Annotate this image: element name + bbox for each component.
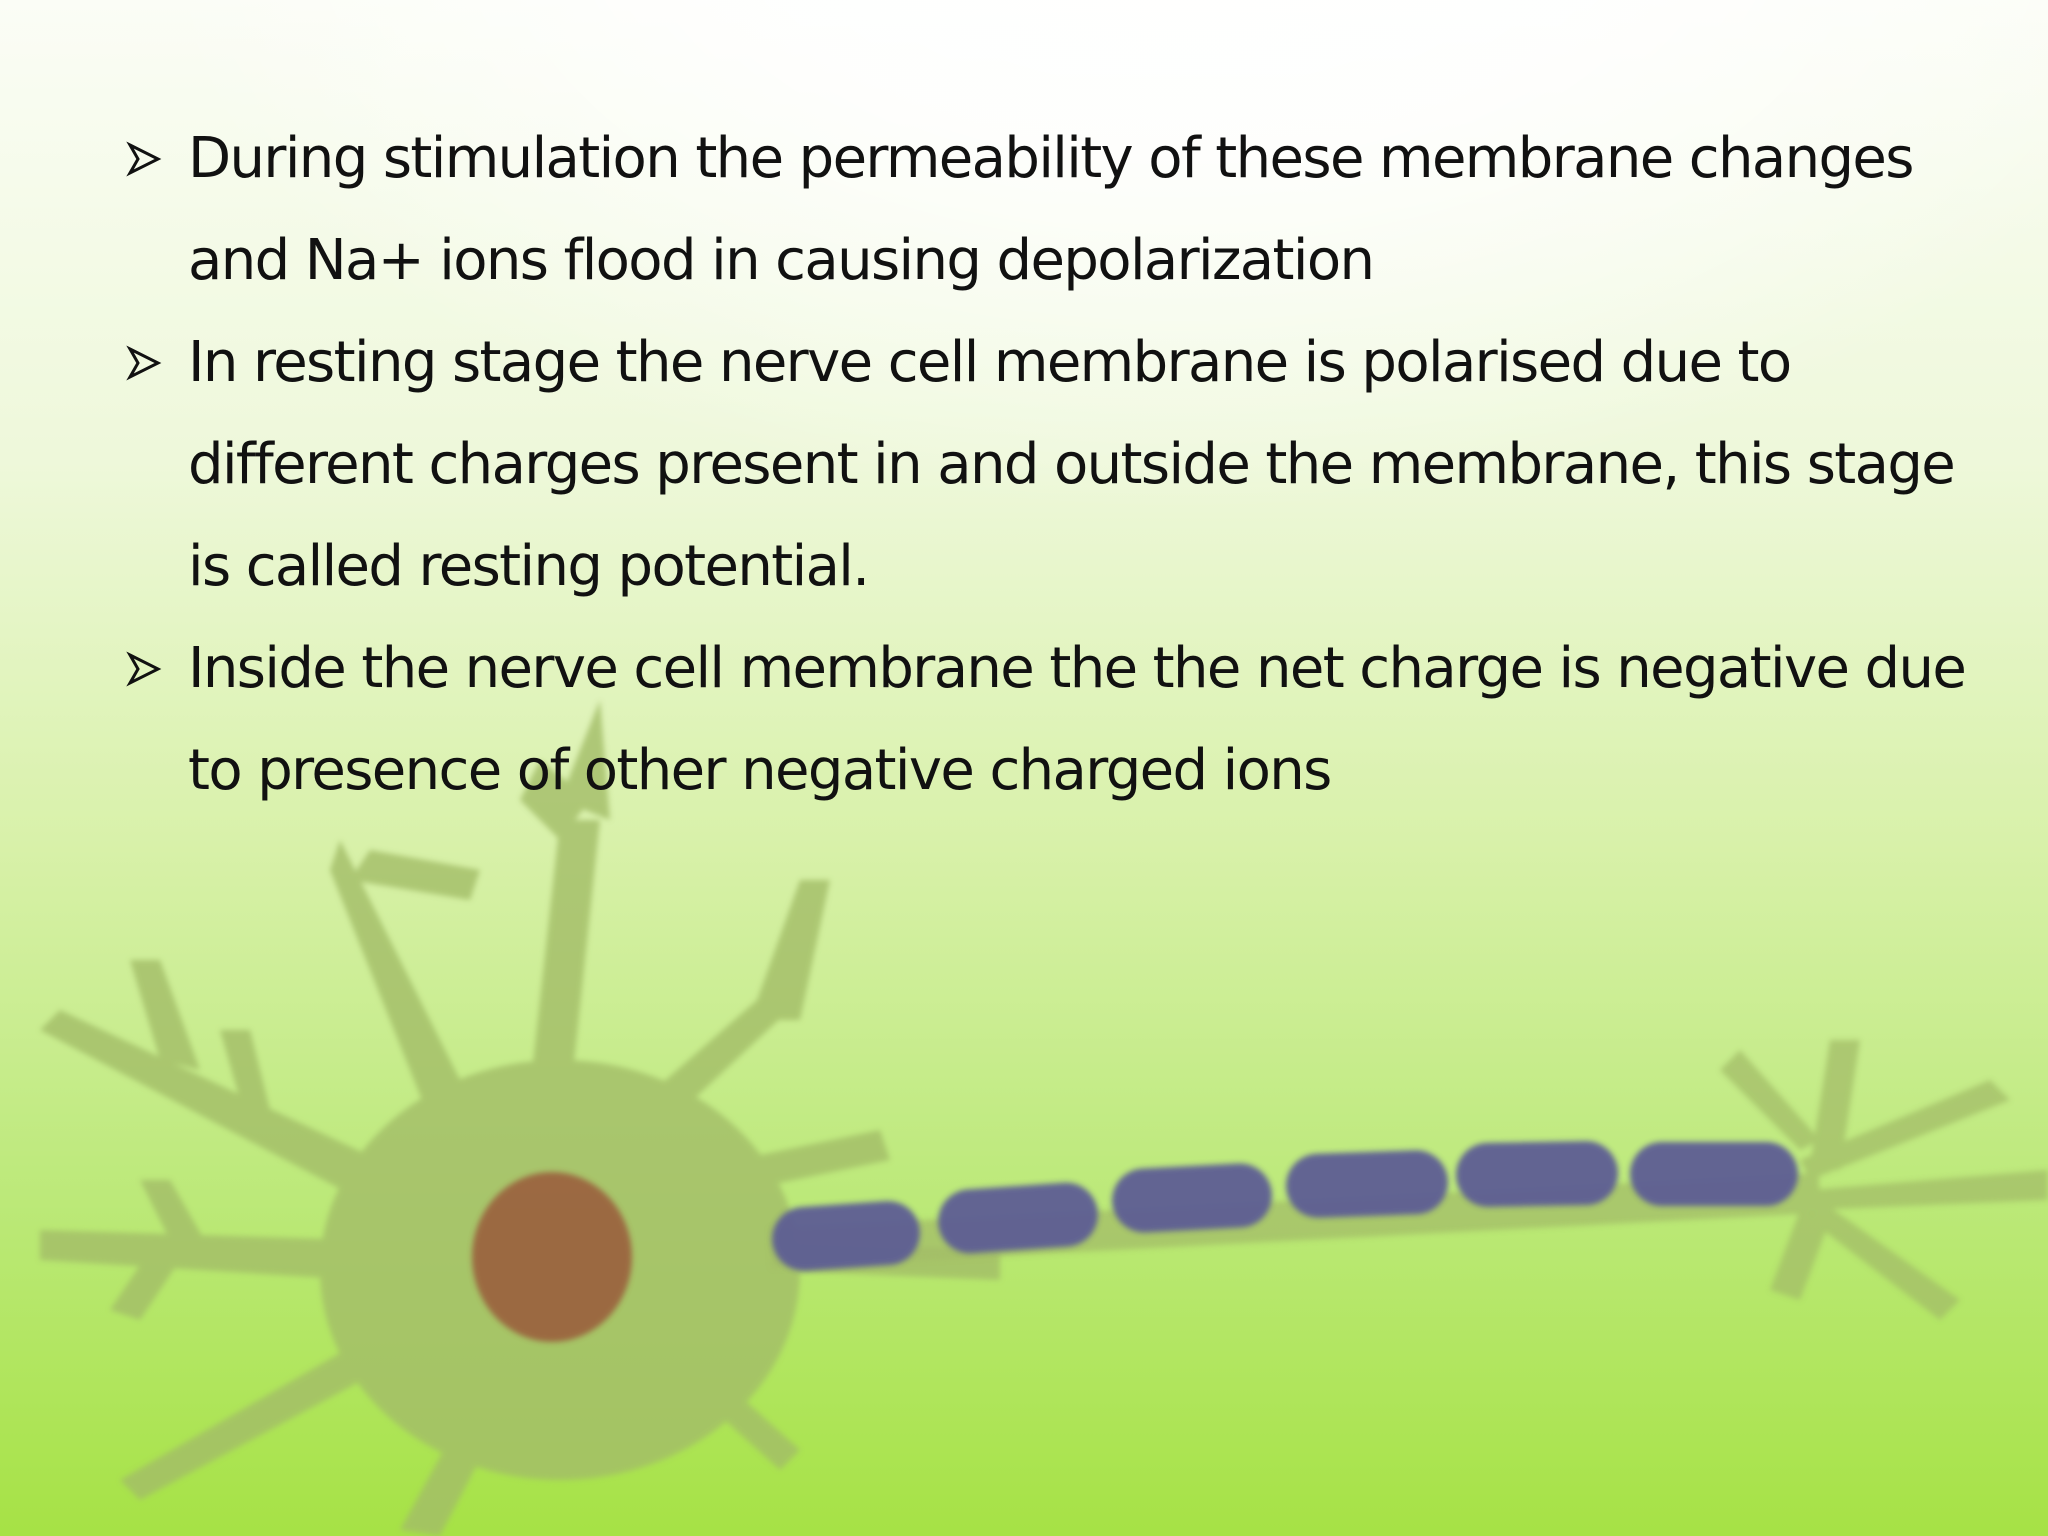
cell-body (40, 700, 1000, 1536)
arrow-bullet-icon (126, 141, 162, 177)
bullet-text: Inside the nerve cell membrane the the n… (188, 636, 1967, 803)
bullet-text: In resting stage the nerve cell membrane… (188, 330, 1956, 599)
arrow-bullet-icon (126, 345, 162, 381)
bullet-text: During stimulation the permeability of t… (188, 126, 1914, 293)
bullet-item: During stimulation the permeability of t… (126, 108, 2006, 312)
arrow-bullet-icon (126, 651, 162, 687)
bullet-list: During stimulation the permeability of t… (126, 108, 2006, 822)
bullet-item: In resting stage the nerve cell membrane… (126, 312, 2006, 618)
myelin-sheath (772, 1141, 1798, 1271)
bullet-item: Inside the nerve cell membrane the the n… (126, 618, 2006, 822)
nucleus (472, 1172, 632, 1342)
